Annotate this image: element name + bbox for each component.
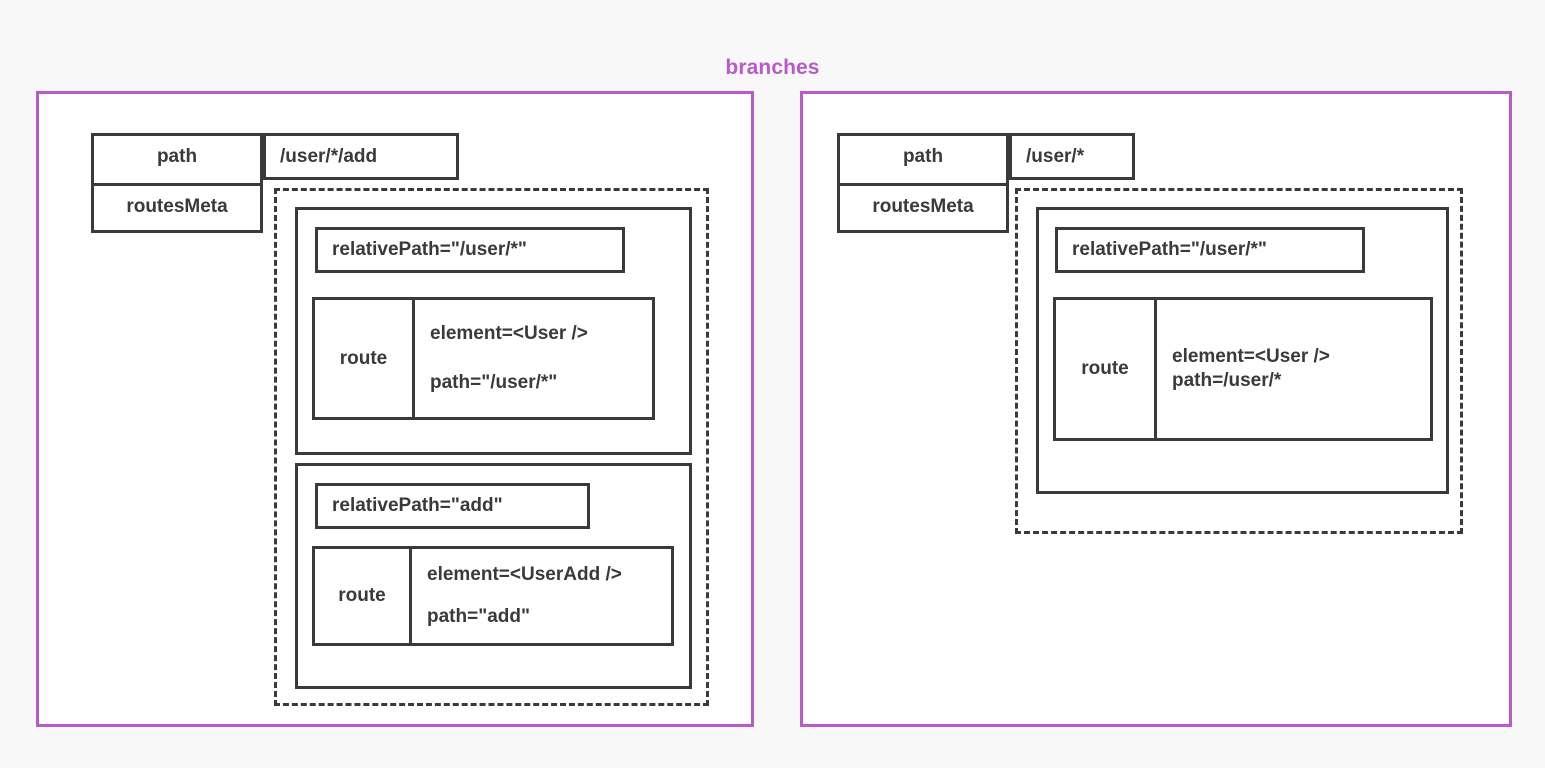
meta-label-routes-meta: routesMeta xyxy=(94,183,260,230)
route-attr-element: element=<User /> xyxy=(1172,345,1330,367)
route-attrs: element=<User /> path="/user/*" xyxy=(415,300,652,417)
branch-meta-labels: path routesMeta xyxy=(837,133,1009,233)
meta-value-path: /user/* xyxy=(1009,133,1135,180)
meta-label-path: path xyxy=(902,146,944,167)
relative-path-box: relativePath="add" xyxy=(315,483,590,529)
route-attrs: element=<UserAdd /> path="add" xyxy=(412,549,671,643)
relative-path-box: relativePath="/user/*" xyxy=(1055,227,1365,273)
route-table: route element=<UserAdd /> path="add" xyxy=(312,546,674,646)
relative-path-box: relativePath="/user/*" xyxy=(315,227,625,273)
route-attr-path: path="/user/*" xyxy=(430,372,558,394)
routes-meta-container: relativePath="/user/*" route element=<Us… xyxy=(1015,188,1463,534)
meta-label-routes-meta: routesMeta xyxy=(840,183,1006,230)
route-attr-element: element=<User /> xyxy=(430,322,588,344)
route-key-label: route xyxy=(315,549,412,643)
branch-panel: relativePath="/user/*" route element=<Us… xyxy=(36,91,754,727)
route-attr-path: path=/user/* xyxy=(1172,370,1282,391)
meta-label-path: path xyxy=(156,146,198,167)
route-group: relativePath="add" route element=<UserAd… xyxy=(295,463,692,689)
route-attr-path: path="add" xyxy=(427,606,530,627)
meta-value-path: /user/*/add xyxy=(263,133,459,180)
routes-meta-container: relativePath="/user/*" route element=<Us… xyxy=(274,188,709,706)
branch-panel: relativePath="/user/*" route element=<Us… xyxy=(800,91,1512,727)
route-key-label: route xyxy=(1056,300,1157,438)
diagram-title: branches xyxy=(725,56,820,79)
route-group: relativePath="/user/*" route element=<Us… xyxy=(1036,207,1449,494)
branch-meta-labels: path routesMeta xyxy=(91,133,263,233)
route-table: route element=<User /> path=/user/* xyxy=(1053,297,1433,441)
route-attrs: element=<User /> path=/user/* xyxy=(1157,300,1430,438)
route-group: relativePath="/user/*" route element=<Us… xyxy=(295,207,692,455)
route-table: route element=<User /> path="/user/*" xyxy=(312,297,655,420)
route-attr-element: element=<UserAdd /> xyxy=(427,564,622,585)
route-key-label: route xyxy=(315,300,415,417)
